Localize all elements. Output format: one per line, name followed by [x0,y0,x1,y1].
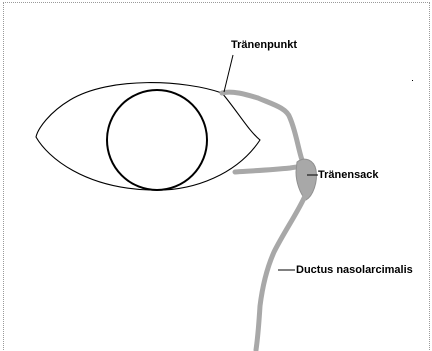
eye-outline [36,83,260,191]
speck-dot [412,80,413,81]
upper-canaliculus [222,92,302,160]
iris-circle [107,90,207,190]
lower-canaliculus [235,166,305,172]
leader-line-punctum [224,55,233,92]
label-nasolacrimal-duct: Ductus nasolarcimalis [296,264,413,277]
label-punctum: Tränenpunkt [231,39,297,52]
label-lacrimal-sac: Tränensack [318,169,379,182]
